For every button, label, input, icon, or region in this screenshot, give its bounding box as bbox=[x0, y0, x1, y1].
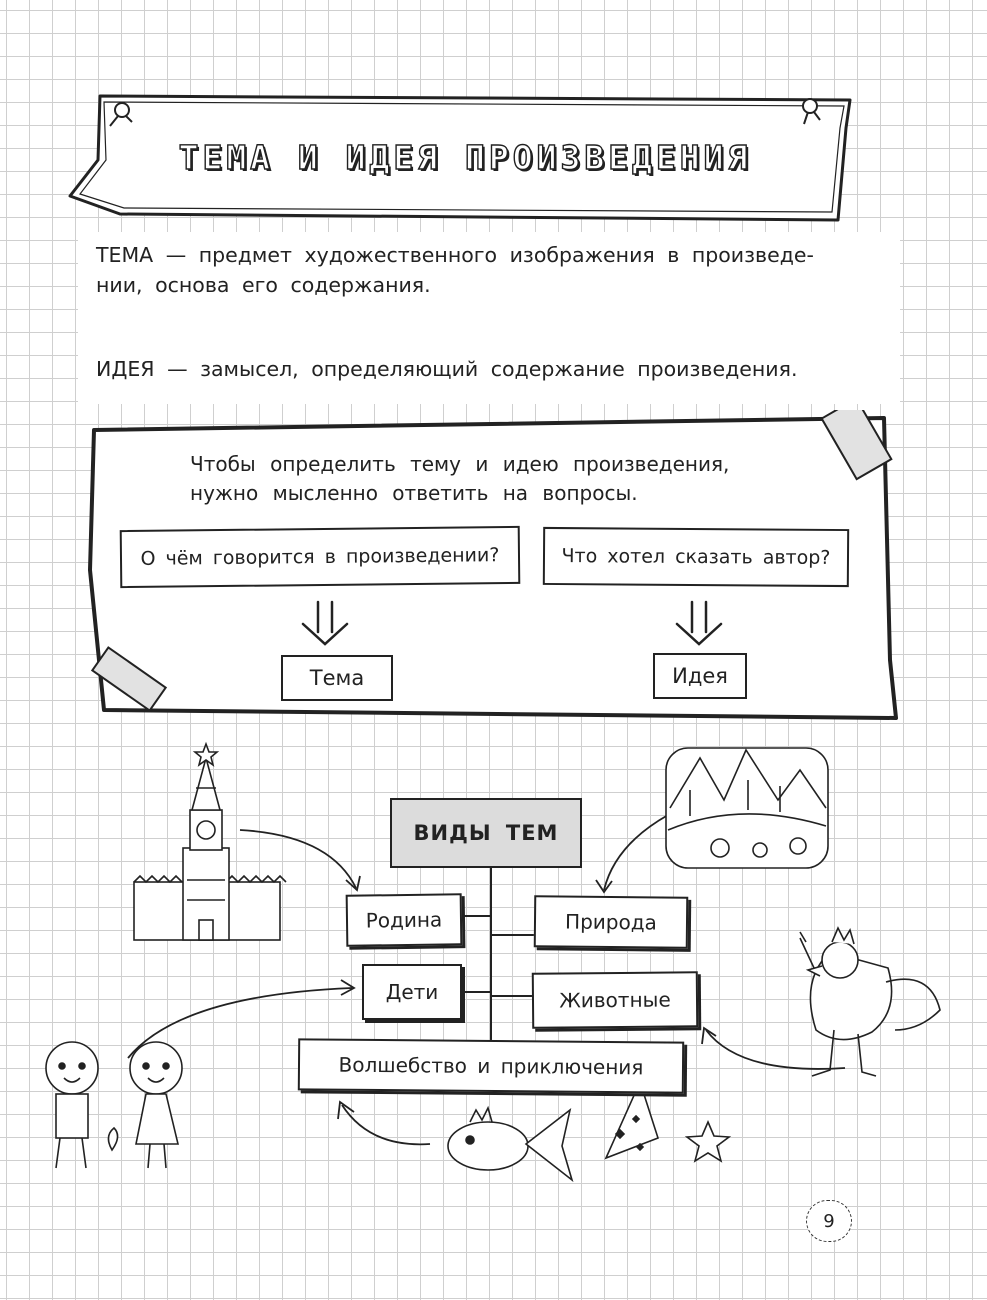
wizard-hat-icon bbox=[604, 1079, 659, 1160]
theme-zhivotnye-box: Животные bbox=[531, 971, 699, 1029]
arrow-icon bbox=[701, 1026, 846, 1070]
fish-icon bbox=[447, 1105, 574, 1183]
page-number: 9 bbox=[806, 1200, 852, 1242]
theme-volshebstvo: Волшебство и приключения bbox=[338, 1052, 644, 1080]
tape-icon bbox=[90, 646, 168, 712]
pin-icon bbox=[802, 98, 821, 125]
answer-ideya-box: Идея bbox=[653, 653, 747, 699]
page-title: ТЕМА И ИДЕЯ ПРОИЗВЕДЕНИЯ bbox=[178, 137, 752, 177]
answer-tema: Тема bbox=[309, 666, 365, 690]
arrow-icon bbox=[595, 814, 669, 894]
theme-deti-box: Дети bbox=[362, 964, 462, 1020]
arrow-icon bbox=[337, 1100, 431, 1146]
down-arrow-icon bbox=[301, 600, 349, 646]
theme-rodina-box: Родина bbox=[345, 893, 463, 947]
rooster-icon bbox=[799, 926, 941, 1077]
title-banner bbox=[68, 94, 852, 222]
tema-definition-line2: нии, основа его содержания. bbox=[96, 273, 431, 297]
question-right-box: Что хотел сказать автор? bbox=[542, 526, 850, 588]
theme-zhivotnye: Животные bbox=[559, 987, 671, 1013]
answer-ideya: Идея bbox=[672, 664, 728, 688]
theme-rodina: Родина bbox=[365, 907, 443, 933]
theme-deti: Дети bbox=[385, 980, 439, 1004]
kremlin-tower-icon bbox=[133, 741, 287, 941]
arrow-icon bbox=[127, 979, 356, 1059]
frame-intro-line2: нужно мысленно ответить на вопросы. bbox=[190, 481, 638, 505]
theme-priroda: Природа bbox=[565, 909, 657, 935]
question-left-box: О чём говорится в произведении? bbox=[119, 525, 521, 589]
question-right: Что хотел сказать автор? bbox=[561, 545, 831, 569]
down-arrow-icon bbox=[675, 600, 723, 646]
children-icon bbox=[45, 1041, 183, 1169]
tape-icon bbox=[820, 410, 893, 481]
question-left: О чём говорится в произведении? bbox=[140, 544, 500, 570]
arrow-icon bbox=[239, 829, 361, 892]
ideya-definition: ИДЕЯ — замысел, определяющий содержание … bbox=[96, 357, 798, 381]
landscape-icon bbox=[665, 747, 829, 869]
star-icon bbox=[684, 1119, 732, 1163]
diagram-lines bbox=[45, 741, 941, 1183]
definitions-panel bbox=[78, 232, 900, 404]
tema-definition-line1: ТЕМА — предмет художественного изображен… bbox=[96, 243, 814, 267]
pin-icon bbox=[109, 102, 133, 127]
themes-header: ВИДЫ ТЕМ bbox=[390, 798, 582, 868]
frame-intro-line1: Чтобы определить тему и идею произведени… bbox=[190, 452, 730, 476]
answer-tema-box: Тема bbox=[281, 655, 393, 701]
theme-volshebstvo-box: Волшебство и приключения bbox=[297, 1038, 685, 1094]
theme-priroda-box: Природа bbox=[533, 895, 689, 949]
